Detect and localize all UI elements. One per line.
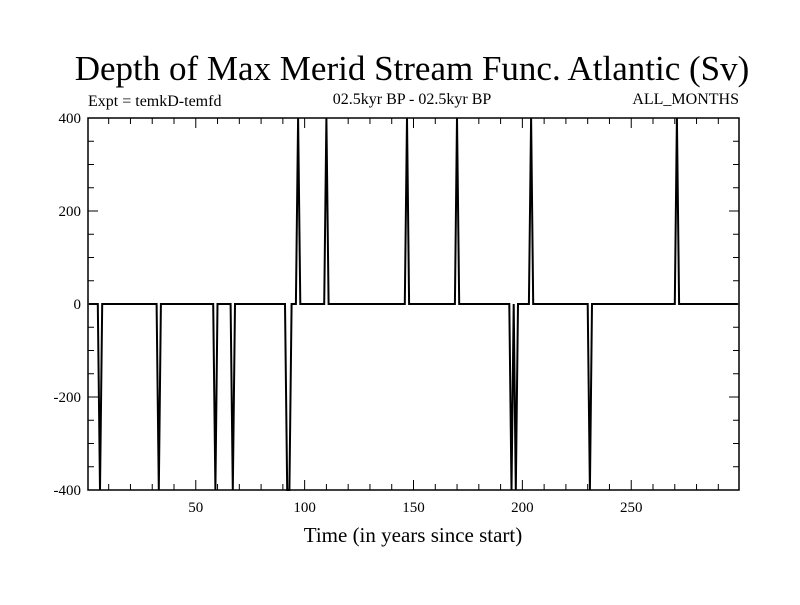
plot-frame <box>87 117 740 491</box>
y-tick-label: -200 <box>54 390 82 406</box>
x-axis-label: Time (in years since start) <box>304 523 523 547</box>
x-tick-label: 150 <box>402 500 425 516</box>
x-tick-label: 250 <box>620 500 643 516</box>
x-tick-label: 100 <box>293 500 316 516</box>
tick-labels: 50 100 150 200 250 -400 -200 0 200 400 <box>54 111 643 516</box>
x-tick-label: 50 <box>188 500 203 516</box>
x-tick-label: 200 <box>511 500 534 516</box>
y-tick-label: -400 <box>54 483 82 499</box>
y-tick-label: 0 <box>74 297 82 313</box>
series-line <box>89 117 738 491</box>
months-label: ALL_MONTHS <box>632 91 739 108</box>
chart-title: Depth of Max Merid Stream Func. Atlantic… <box>75 49 750 88</box>
y-tick-label: 200 <box>59 204 82 220</box>
y-tick-label: 400 <box>59 111 82 127</box>
experiment-label: Expt = temkD-temfd <box>88 93 221 110</box>
period-label: 02.5kyr BP - 02.5kyr BP <box>333 91 492 108</box>
